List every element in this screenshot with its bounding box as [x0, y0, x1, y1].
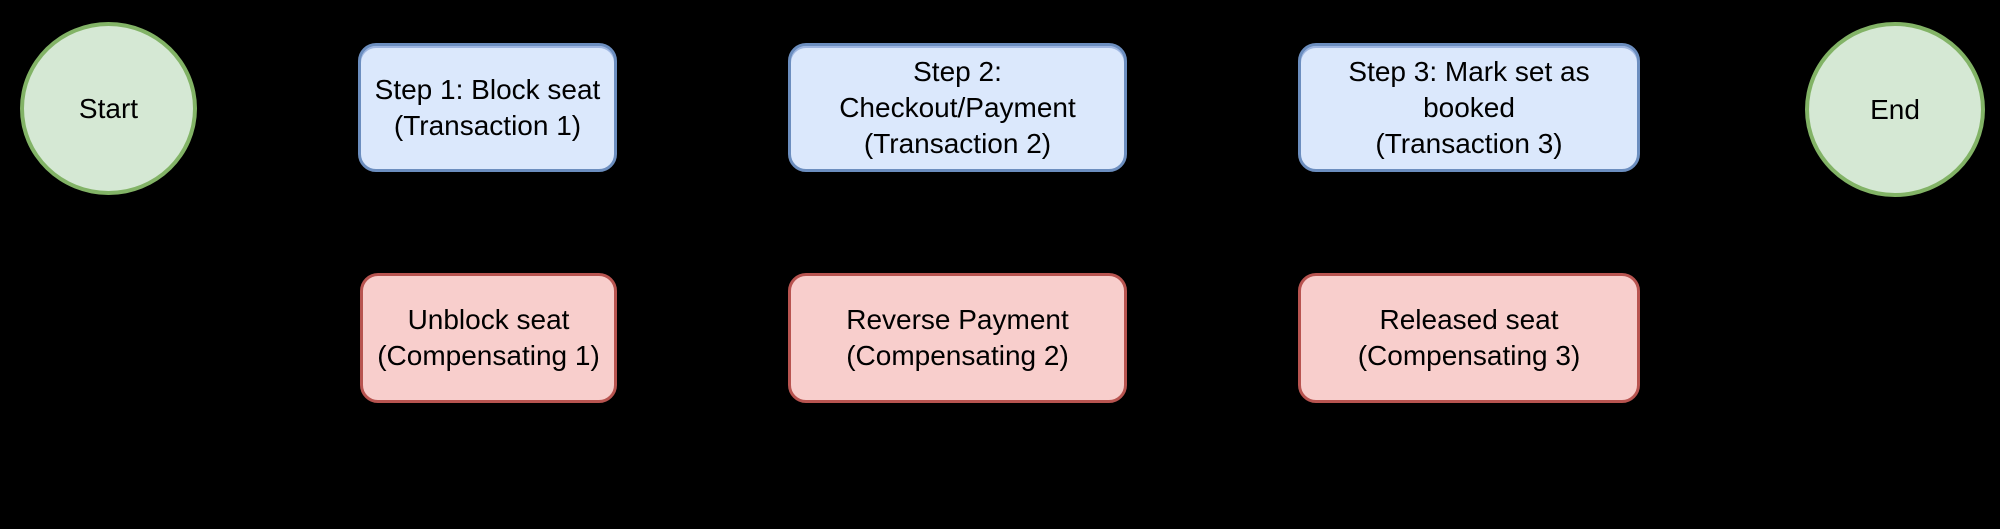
- compensating-2-line-1: Reverse Payment: [846, 304, 1069, 335]
- start-node: Start: [20, 22, 197, 195]
- step-1-line-2: (Transaction 1): [393, 109, 582, 141]
- step-3-line-1: Step 3: Mark set as booked: [1348, 55, 1590, 123]
- compensating-2-node: Reverse Payment (Compensating 2): [788, 273, 1127, 403]
- step-3-line-2: (Transaction 3): [1375, 127, 1563, 159]
- step-2-line-1: Step 2: Checkout/Payment: [839, 55, 1076, 123]
- compensating-1-line-2: (Compensating 1): [377, 340, 600, 371]
- end-node: End: [1805, 22, 1985, 197]
- compensating-3-node: Released seat (Compensating 3): [1298, 273, 1640, 403]
- step-2-line-2: (Transaction 2): [863, 127, 1052, 159]
- compensating-3-line-2: (Compensating 3): [1357, 340, 1581, 371]
- compensating-3-line-1: Released seat: [1379, 304, 1559, 335]
- end-node-label: End: [1870, 93, 1920, 125]
- start-node-label: Start: [78, 92, 139, 124]
- compensating-2-line-2: (Compensating 2): [846, 340, 1069, 371]
- compensating-1-node: Unblock seat (Compensating 1): [360, 273, 617, 403]
- step-1-line-1: Step 1: Block seat: [374, 73, 601, 105]
- compensating-1-line-1: Unblock seat: [407, 304, 570, 335]
- step-2-transaction-node: Step 2: Checkout/Payment (Transaction 2): [788, 43, 1127, 172]
- step-1-transaction-node: Step 1: Block seat (Transaction 1): [358, 43, 617, 172]
- step-3-transaction-node: Step 3: Mark set as booked (Transaction …: [1298, 43, 1640, 172]
